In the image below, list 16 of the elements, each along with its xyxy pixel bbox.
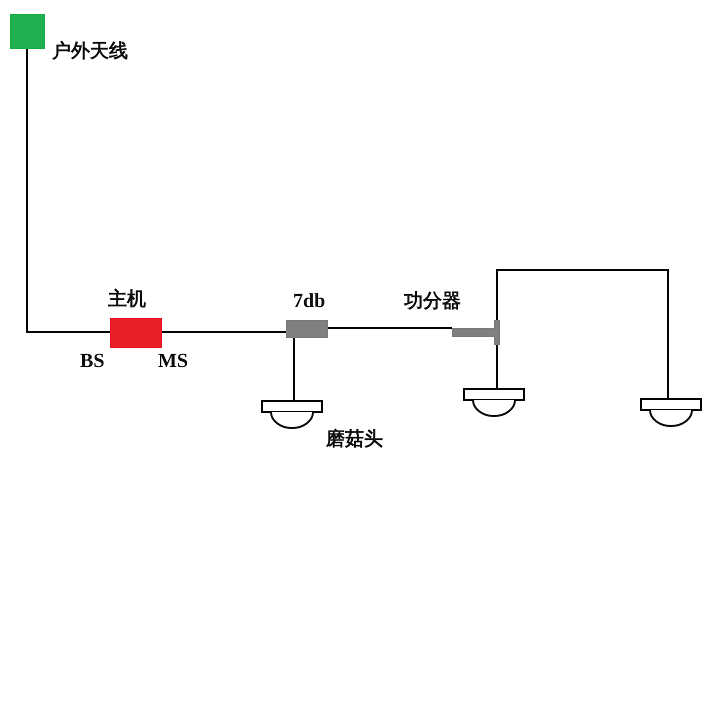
component-label: 主机 bbox=[108, 288, 146, 310]
connector-line bbox=[293, 338, 295, 400]
connector-line bbox=[162, 331, 286, 333]
connector-line bbox=[26, 49, 110, 333]
port-label: BS bbox=[80, 350, 104, 372]
component-label: 7db bbox=[293, 290, 326, 312]
host-box bbox=[110, 318, 162, 348]
component-label: 功分器 bbox=[404, 290, 461, 312]
connector-line bbox=[328, 327, 452, 329]
antenna-type-label: 磨菇头 bbox=[326, 428, 383, 450]
antenna-square bbox=[10, 14, 45, 49]
connector-line bbox=[496, 345, 498, 388]
connector-line bbox=[496, 269, 669, 398]
port-label: MS bbox=[158, 350, 188, 372]
attenuator-box bbox=[286, 320, 328, 338]
antenna-label: 户外天线 bbox=[52, 40, 128, 62]
